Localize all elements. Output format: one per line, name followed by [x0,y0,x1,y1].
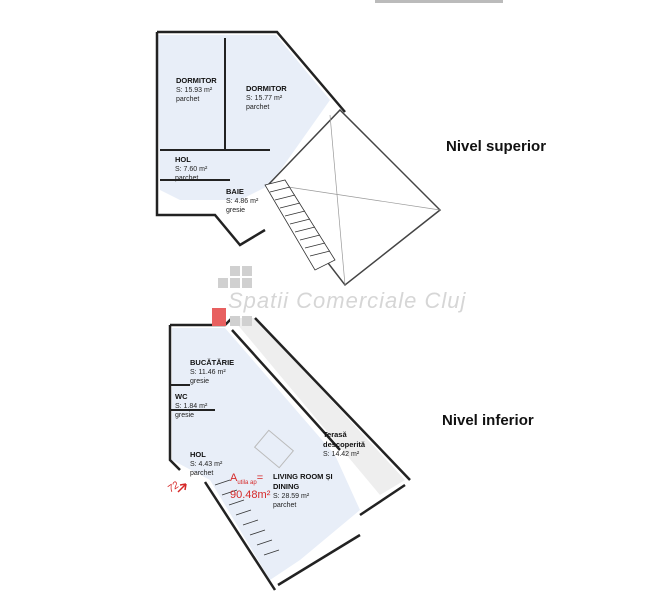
lower-plan [168,317,411,591]
room-name: DORMITOR [246,84,287,93]
room-area: S: 7.60 m² [175,166,208,173]
watermark: Spatii Comerciale Cluj [228,288,467,313]
area-equals: = [256,472,264,484]
room-floor: gresie [190,378,210,385]
room-area: S: 15.93 m² [176,87,213,94]
room-label-bucatarie: BUCĂTĂRIE S: 11.46 m² gresie [190,358,234,386]
area-symbol: A [230,472,238,484]
top-bar [375,0,503,3]
area-subscript: utila ap [237,480,257,487]
void-cross-line [274,184,441,211]
terrace-inner-wall [231,329,341,451]
level-label-upper: Nivel superior [446,138,547,155]
entry-arrow-icon [177,483,187,493]
room-floor: gresie [175,412,195,419]
room-label-wc: WC S: 1.84 m² gresie [175,392,207,420]
upper-plan [155,30,442,287]
lower-rooms-fill [172,328,360,580]
room-label-terasa: Terasă descoperită S: 14.42 m² [323,430,373,459]
terrace-outer-wall [254,317,411,481]
total-usable-area: Autila ap= 90.48m² [230,472,270,501]
room-label-dormitor-2: DORMITOR S: 15.77 m² parchet [246,84,287,112]
void-cross-line [329,114,346,286]
lower-outer-wall [277,533,361,587]
room-area: S: 1.84 m² [175,403,208,410]
room-floor: parchet [246,104,270,111]
upper-outer-wall [155,32,266,247]
room-name: LIVING ROOM ȘI DINING [273,472,333,491]
room-area: S: 28.59 m² [273,493,310,500]
room-label-baie: BAIE S: 4.86 m² gresie [226,187,258,215]
room-label-hol-lower: HOL S: 4.43 m² parchet [190,450,222,478]
room-floor: parchet [273,502,297,509]
room-name: Terasă descoperită [323,430,366,449]
dining-table [253,429,295,469]
upper-rooms-fill [157,35,330,200]
room-label-living: LIVING ROOM ȘI DINING S: 28.59 m² parchet [273,472,343,510]
upper-stairs [264,179,336,271]
room-name: BUCĂTĂRIE [190,358,235,367]
lower-outer-wall [203,481,277,591]
room-floor: parchet [190,470,214,477]
room-label-hol-upper: HOL S: 7.60 m² parchet [175,155,207,183]
room-area: S: 14.42 m² [323,451,360,458]
room-floor: parchet [176,96,200,103]
watermark-logo [212,266,252,326]
room-area: S: 4.43 m² [190,461,223,468]
upper-outer-wall [157,30,346,113]
room-name: DORMITOR [176,76,217,85]
room-label-dormitor-1: DORMITOR S: 15.93 m² parchet [176,76,217,104]
room-floor: parchet [175,175,199,182]
room-floor: gresie [226,207,246,214]
lower-stairs [214,479,280,556]
area-value: 90.48m² [230,489,271,502]
room-name: BAIE [226,187,244,196]
level-label-lower: Nivel inferior [442,412,534,429]
room-area: S: 4.86 m² [226,198,259,205]
lower-outer-wall [359,483,406,517]
lower-outer-wall [168,325,181,471]
room-name: HOL [175,155,191,164]
room-area: S: 15.77 m² [246,95,283,102]
room-name: WC [175,392,188,401]
room-area: S: 11.46 m² [190,369,226,376]
room-name: HOL [190,450,206,459]
terrace-fill [232,318,405,495]
